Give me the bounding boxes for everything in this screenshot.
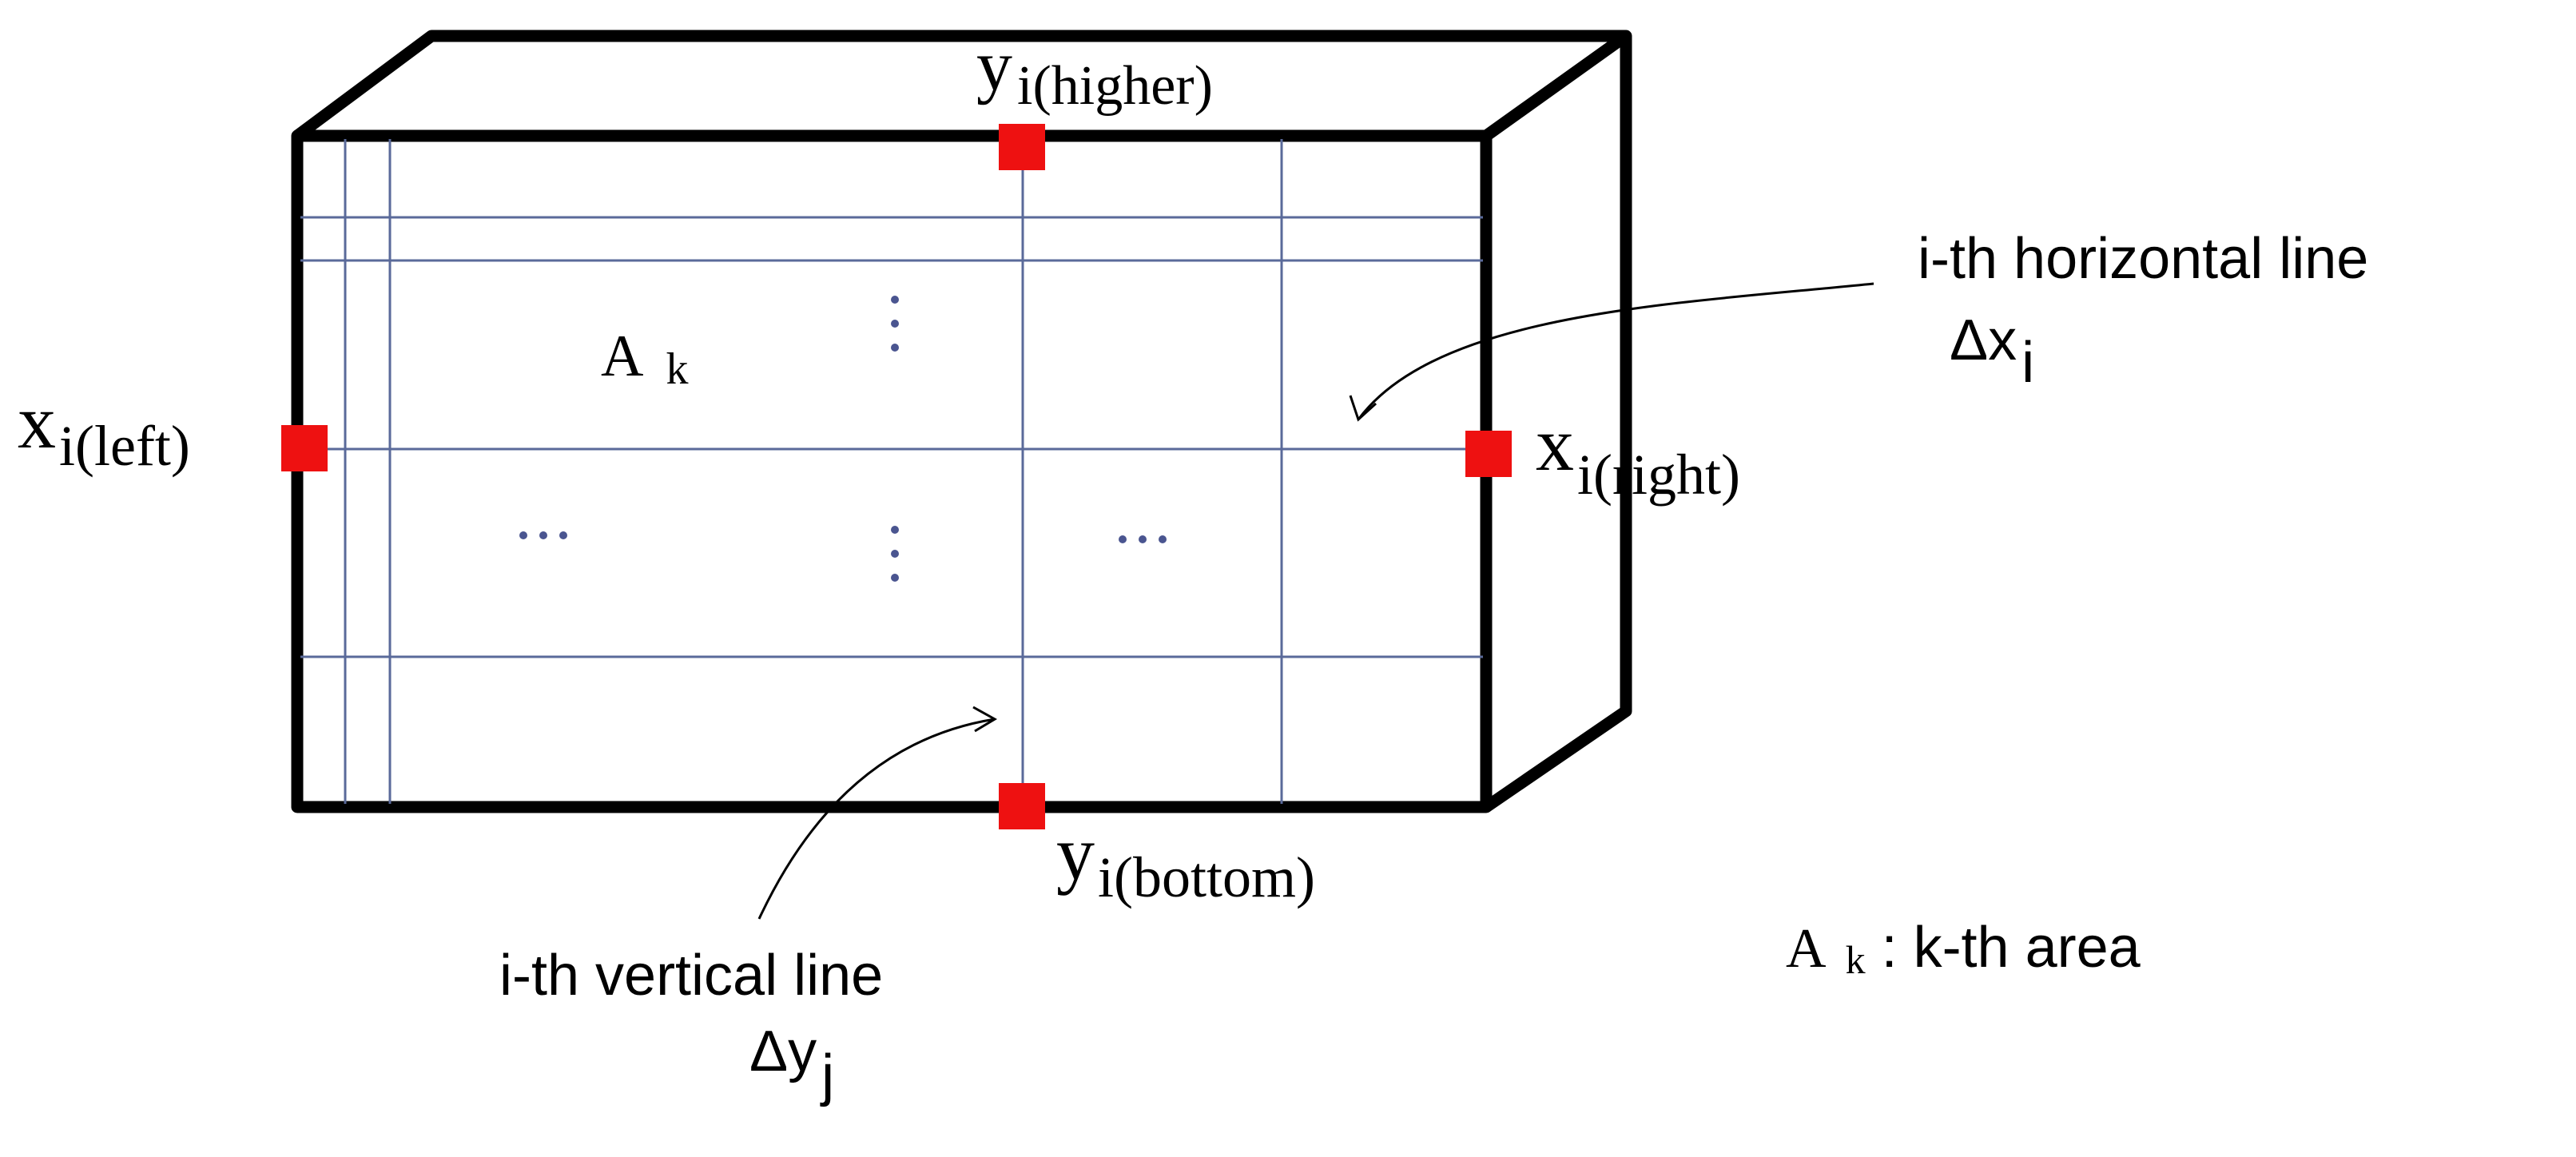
front-face (291, 129, 1493, 813)
horizontal-line-arrow (1357, 282, 1874, 420)
label-vertical-line: i-th vertical line (499, 944, 883, 1008)
box-frame (291, 30, 1632, 813)
label-delta-y: Δyj (749, 1020, 834, 1107)
label-y-bottom: yi(bottom) (1056, 810, 1315, 909)
marker-top (999, 124, 1045, 170)
horizontal-dots-right (1119, 535, 1167, 543)
vertical-dots-middle (891, 526, 899, 582)
ellipsis-dots (519, 296, 1167, 582)
label-delta-x: Δxi (1950, 308, 2034, 395)
label-y-higher: yi(higher) (976, 26, 1213, 117)
grid-lines (300, 139, 1483, 804)
marker-left (281, 425, 328, 471)
horizontal-line-arrowhead (1349, 395, 1377, 422)
top-face-edge (293, 30, 1632, 141)
marker-bottom (999, 783, 1045, 829)
vertical-line-arrowhead (972, 706, 997, 733)
right-face-edge (1482, 36, 1632, 813)
label-horizontal-line: i-th horizontal line (1918, 227, 2368, 291)
horizontal-dots-left (519, 531, 567, 539)
label-x-right: xi(right) (1536, 401, 1740, 507)
vertical-dots-top (891, 296, 899, 352)
markers (281, 124, 1512, 829)
label-x-left: xi(left) (18, 379, 190, 478)
marker-right (1465, 431, 1512, 477)
arrows (757, 282, 1874, 920)
vertical-line-arrow (757, 718, 996, 920)
